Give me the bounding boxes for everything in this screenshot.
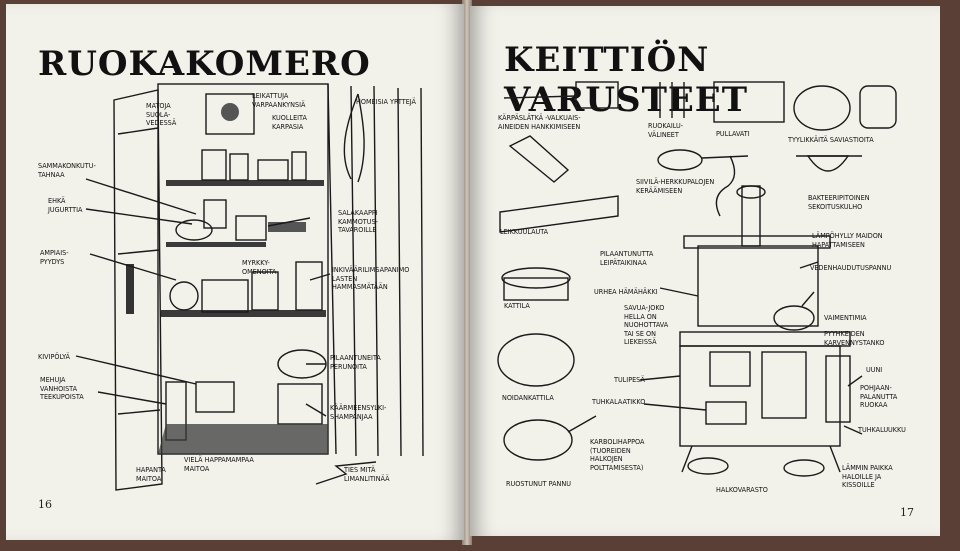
label-pilaantunutta: PILAANTUNUTTA LEIPÄTAIKINAA [600,249,654,267]
page-title-ruokakomero: RUOKAKOMERO [38,44,371,84]
label-homeisia: HOMEISIA YRTTEJÄ [356,97,416,106]
label-pilaantuneita: PILAANTUNEITA PERUNOITA [330,353,381,371]
label-ampiais: AMPIAIS- PYYDYS [40,248,69,266]
label-kuolleita: KUOLLEITA KARPASIA [272,113,307,131]
page-number-left: 16 [38,498,52,511]
label-hapantaa: HAPANTA MAITOA [136,465,166,483]
label-lampohylly: LÄMPÖHYLLY MAIDON HAPATTAMISEEN [812,231,883,249]
label-lammin: LÄMMIN PAIKKA HALOILLE JA KISSOILLE [842,463,893,489]
label-uuni: UUNI [866,365,883,374]
label-sammakonkutu: SAMMAKONKUTU- TAHNAA [38,161,96,179]
right-page: KEITTIÖN VARUSTEET [470,6,940,536]
label-vaimentimia: VAIMENTIMIA [824,313,867,322]
label-kaarmeensylki: KÄÄRMEENSYLKI- SHAMPANJAA [330,403,387,421]
label-mehuja: MEHUJA VANHOISTA TEEKUPOISTA [40,375,84,401]
label-savua: SAVUA-JOKO HELLA ON NUOHOTTAVA TAI SE ON… [624,303,669,346]
label-pohjaan: POHJAAN- PALANUTTA RUOKAA [860,383,898,409]
label-halkovarasto: HALKOVARASTO [716,485,768,494]
label-matoja: MATOJA SUOLA- VEDESSÄ [146,101,177,127]
label-kattila: KATTILA [504,301,530,310]
label-tulipesa: TULIPESÄ [614,375,645,384]
label-karbolihappoa: KARBOLIHAPPOA (TUOREIDEN HALKOJEN POLTTA… [590,437,645,472]
kitchen-illustration [497,81,897,477]
label-vedenhaudutus: VEDENHAUDUTUSPANNU [810,263,892,272]
book-gutter [462,0,472,545]
label-ties: TIES MITÄ LIMANLITINÄÄ [344,465,390,483]
left-page: RUOKAKOMERO [6,4,464,540]
label-ruostunut: RUOSTUNUT PANNU [506,479,571,488]
label-kivipolya: KIVIPÖLYÄ [38,352,70,361]
label-ehka: EHKÄ JUGURTTIA [48,196,83,214]
label-pyyhkeiden: PYYHKEIDEN KARVENNYSTANKO [824,329,885,347]
label-tuhkalaatikko: TUHKALAATIKKO [592,397,646,406]
label-viela: VIELÄ HAPPAMAMPAA MAITOA [184,455,254,473]
page-title-keittion-varusteet: KEITTIÖN VARUSTEET [504,40,749,120]
label-siivila: SIIVILÄ-HERKKUPALOJEN KERÄÄMISEEN [636,177,715,195]
page-number-right: 17 [900,506,914,519]
label-pullavati: PULLAVATI [716,129,750,138]
label-bakteeri: BAKTEERIPITOINEN SEKOITUSKULHO [808,193,870,211]
label-urhea: URHEA HÄMÄHÄKKI [594,287,658,296]
label-leikkuulauta: LEIKKUULAUTA [500,227,549,236]
label-myrkkyomenoita: MYRKKY- OMENOITA [242,258,277,276]
label-tyylikkaita: TYYLIKKÄITÄ SAVIASTIOITA [788,135,874,144]
label-leikattuja: LEIKATTUJA VARPAANKYNSIÄ [252,91,306,109]
label-karpaslatka: KÄRPÄSLÄTKÄ -VALKUAIS- AINEIDEN HANKKIMI… [498,113,581,131]
label-tuhkaluukku: TUHKALUUKKU [858,425,906,434]
label-inkivaari: INKIVÄÄRILIMSAPANIMO LASTEN HAMMASMÄTÄÄN [332,265,410,291]
label-salakaappi: SALAKAAPPI KAMMOTUS- TAVAROILLE [338,208,378,234]
pantry-illustration [75,83,424,491]
label-ruokailuvalineet: RUOKAILU- VÄLINEET [648,121,684,139]
label-noidankattila: NOIDANKATTILA [502,393,554,402]
